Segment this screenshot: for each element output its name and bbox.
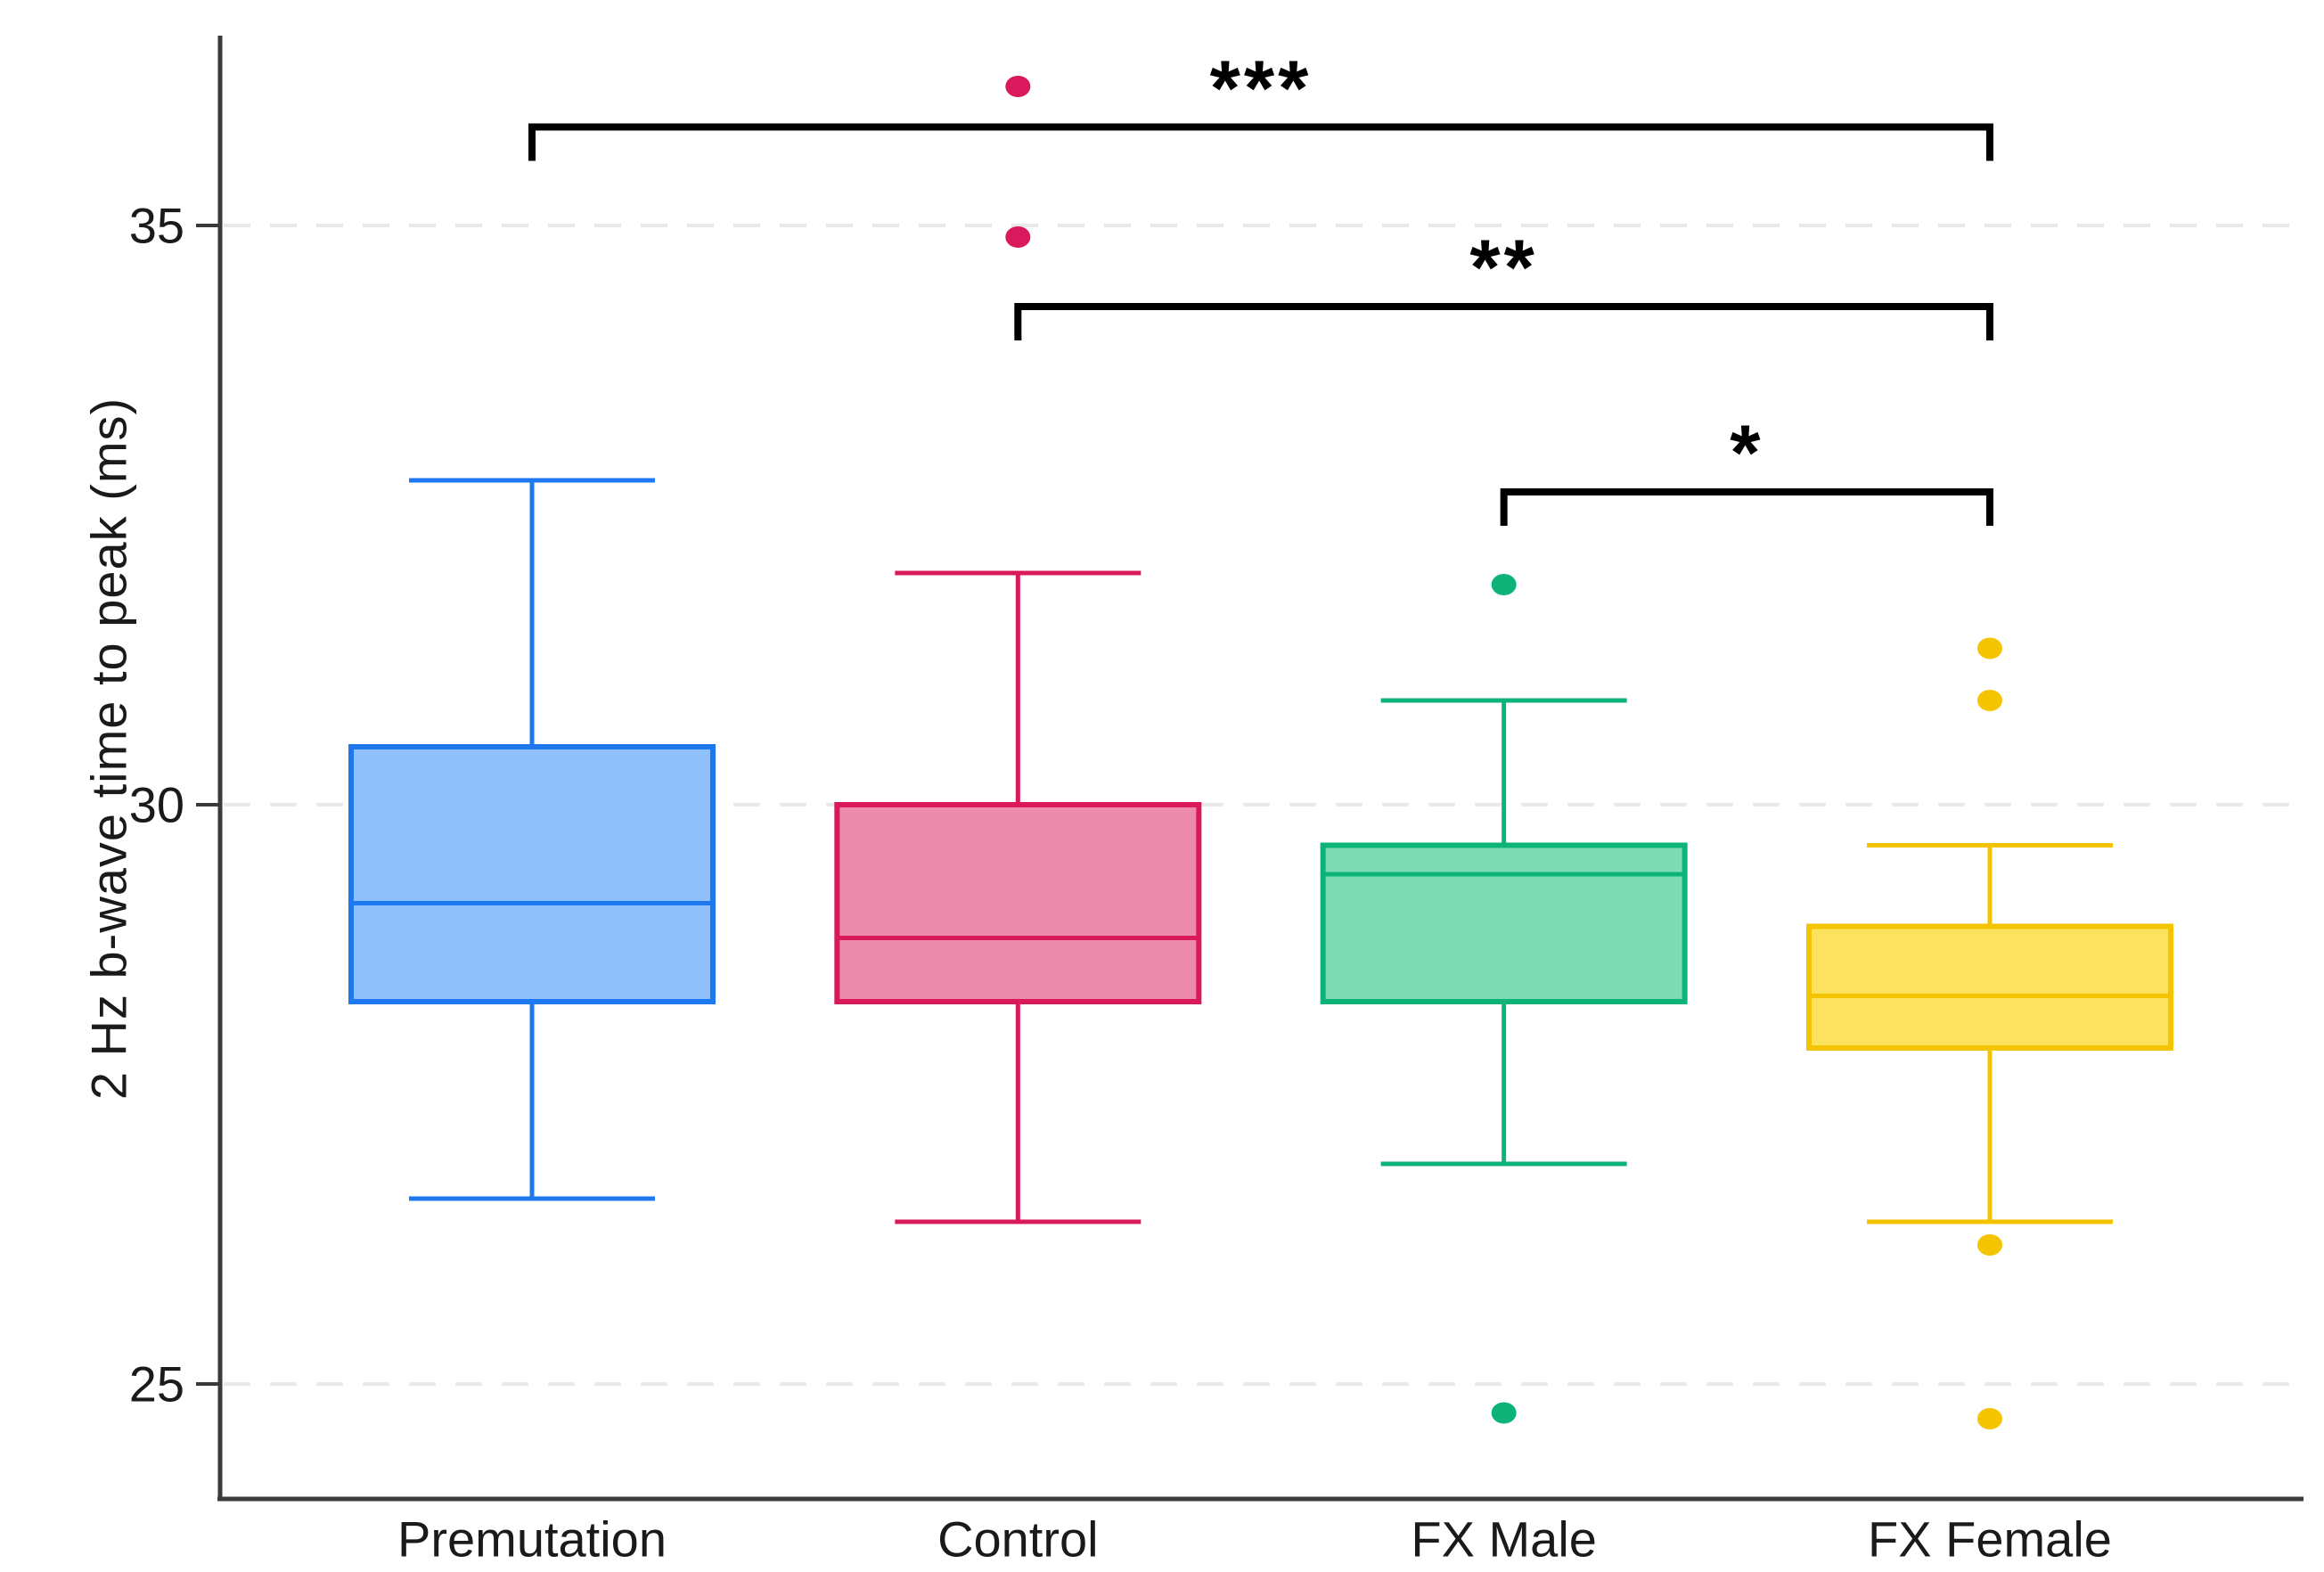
outlier-fx-female-3 xyxy=(1976,1408,2002,1429)
y-tick-label-30: 30 xyxy=(128,776,184,833)
sig-label-3-stars: *** xyxy=(1209,43,1313,132)
x-label-premutation: Premutation xyxy=(397,1511,667,1568)
box-control xyxy=(834,802,1202,1004)
y-tick-label-25: 25 xyxy=(128,1355,184,1412)
x-label-fx-male: FX Male xyxy=(1411,1511,1597,1568)
box-premutation xyxy=(348,744,716,1004)
sig-label-2-stars: ** xyxy=(1469,222,1538,311)
outlier-fx-female-0 xyxy=(1976,637,2002,659)
outlier-control-1 xyxy=(1005,226,1031,248)
outlier-fx-female-2 xyxy=(1976,1234,2002,1256)
box-fx-female xyxy=(1805,923,2173,1051)
outlier-fx-male-1 xyxy=(1491,1402,1517,1424)
sig-bracket-1-stars xyxy=(1500,488,1993,526)
outlier-fx-male-0 xyxy=(1491,574,1517,595)
x-label-control: Control xyxy=(937,1511,1099,1568)
box-fx-male xyxy=(1320,842,1688,1004)
sig-bracket-2-stars xyxy=(1014,303,1993,340)
y-tick-label-35: 35 xyxy=(128,197,184,254)
sig-bracket-3-stars xyxy=(528,123,1993,161)
sig-label-1-star: * xyxy=(1730,407,1764,496)
x-label-fx-female: FX Female xyxy=(1868,1511,2112,1568)
outlier-control-0 xyxy=(1005,76,1031,97)
outlier-fx-female-1 xyxy=(1976,690,2002,711)
y-axis-title: 2 Hz b-wave time to peak (ms) xyxy=(80,397,137,1101)
